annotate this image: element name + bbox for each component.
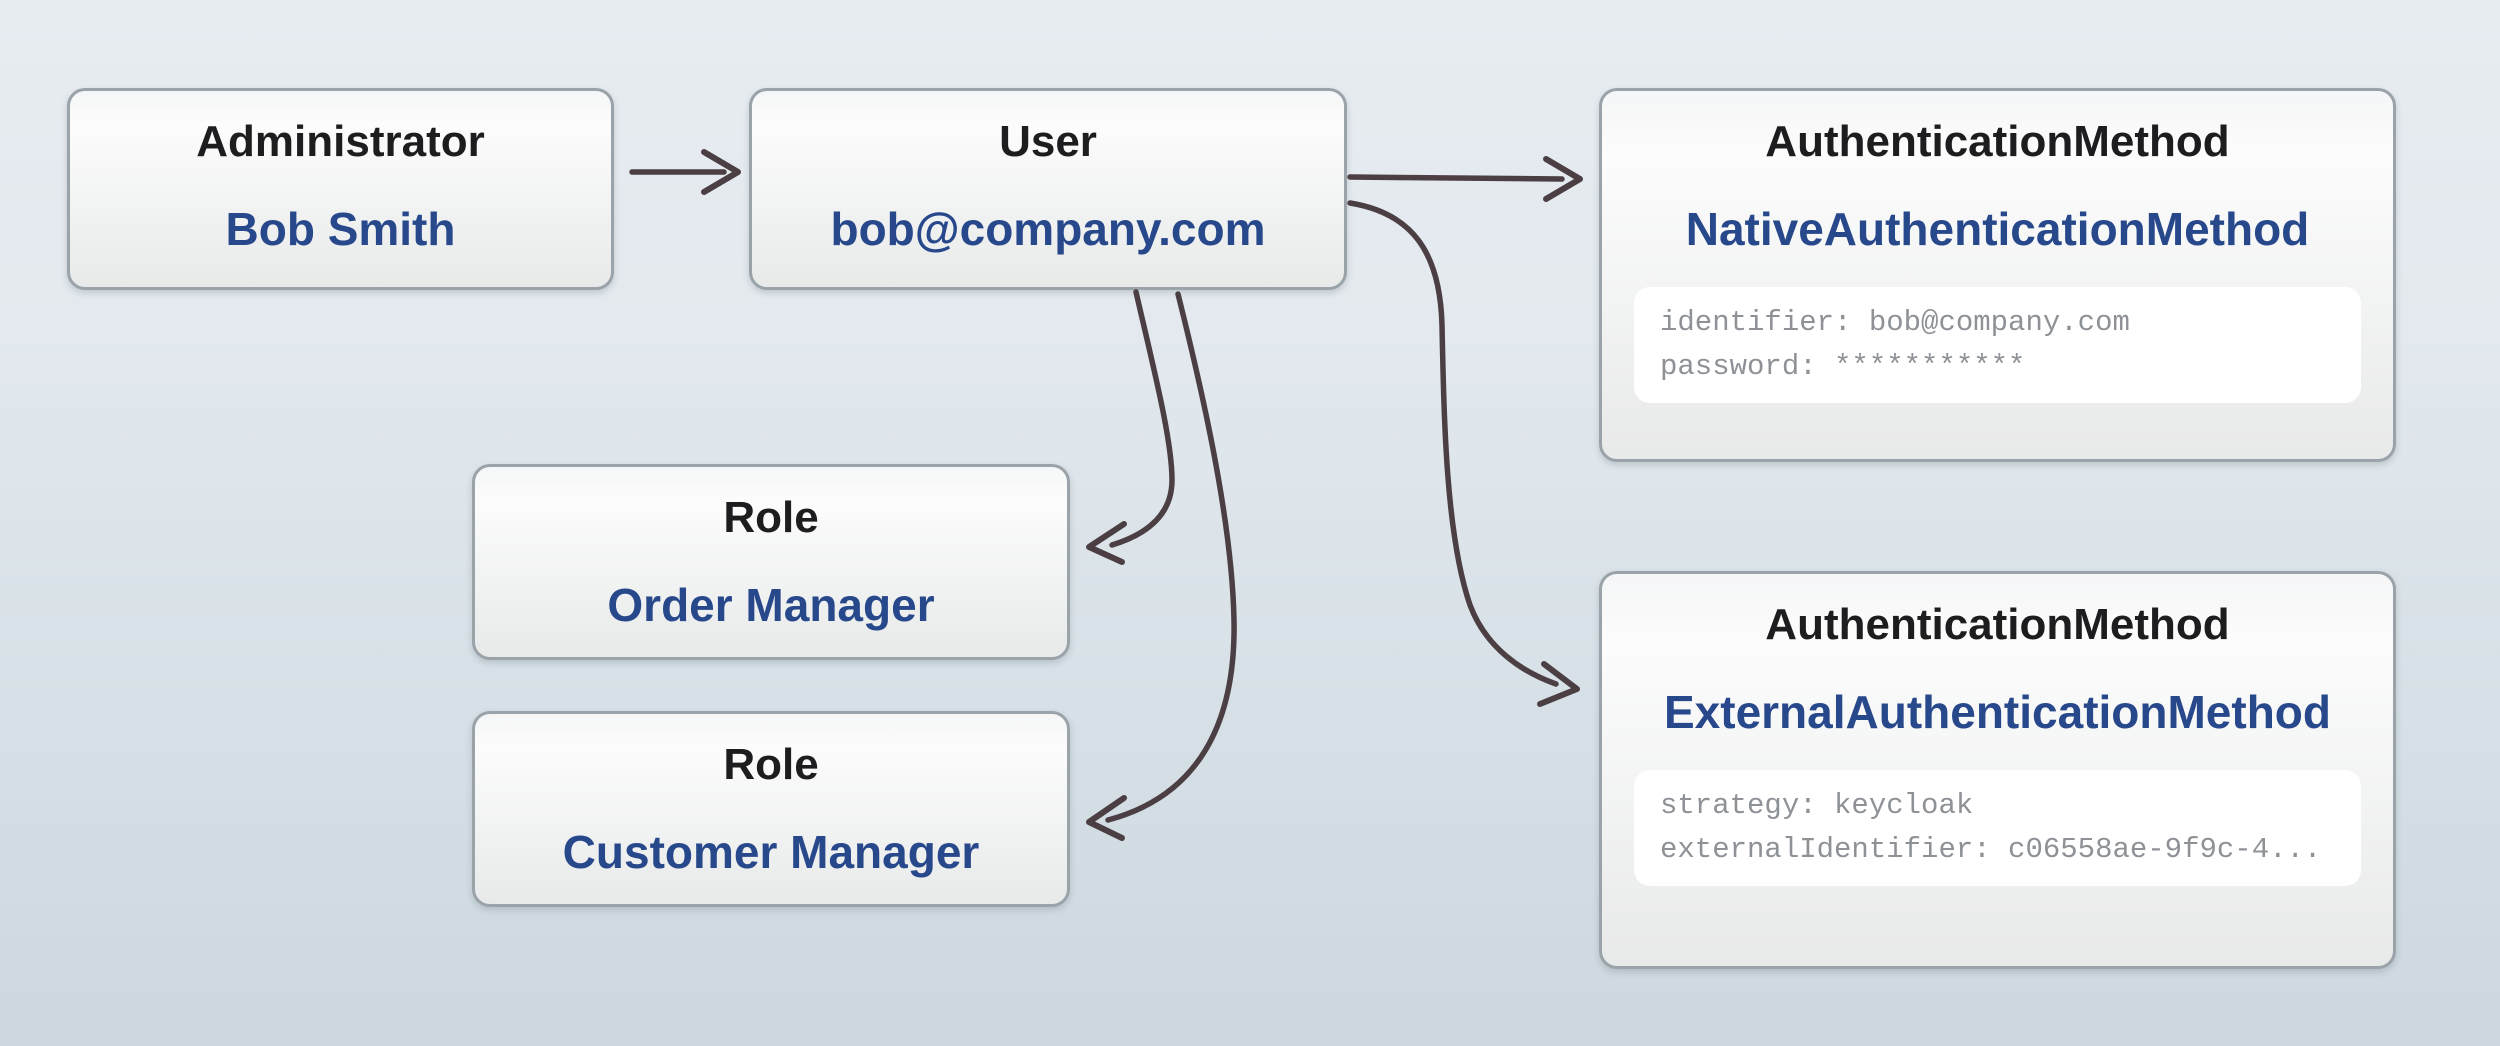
node-user: User bob@company.com <box>749 88 1347 290</box>
native-auth-identifier-line: identifier: bob@company.com <box>1660 306 2130 339</box>
role-order-type-label: Role <box>723 493 819 542</box>
external-auth-strategy-line: strategy: keycloak <box>1660 789 1974 822</box>
administrator-name: Bob Smith <box>225 203 456 255</box>
external-auth-name: ExternalAuthenticationMethod <box>1663 686 2332 738</box>
edge-user-to-role-order <box>1086 289 1175 565</box>
node-role-customer-manager: Role Customer Manager <box>472 711 1070 907</box>
external-auth-type-label: AuthenticationMethod <box>1765 600 2230 649</box>
edge-user-to-role-customer <box>1086 291 1237 841</box>
external-auth-attributes-panel: strategy: keycloak externalIdentifier: c… <box>1634 770 2361 886</box>
node-role-order-manager: Role Order Manager <box>472 464 1070 660</box>
user-type-label: User <box>999 117 1097 166</box>
external-auth-identifier-line: externalIdentifier: c06558ae-9f9c-4... <box>1660 833 2322 866</box>
administrator-type-label: Administrator <box>196 117 485 166</box>
native-auth-type-label: AuthenticationMethod <box>1765 117 2230 166</box>
edge-user-to-native-auth <box>1347 156 1583 202</box>
node-native-authentication-method: AuthenticationMethod NativeAuthenticatio… <box>1599 88 2396 462</box>
native-auth-name: NativeAuthenticationMethod <box>1685 203 2310 255</box>
edge-administrator-to-user <box>629 149 741 195</box>
role-customer-name: Customer Manager <box>562 826 980 878</box>
node-administrator: Administrator Bob Smith <box>67 88 614 290</box>
edge-user-to-external-auth <box>1347 200 1580 707</box>
native-auth-password-line: password: *********** <box>1660 350 2026 383</box>
user-name: bob@company.com <box>830 203 1266 255</box>
role-order-name: Order Manager <box>607 579 935 631</box>
node-external-authentication-method: AuthenticationMethod ExternalAuthenticat… <box>1599 571 2396 969</box>
role-customer-type-label: Role <box>723 740 819 789</box>
native-auth-attributes-panel: identifier: bob@company.com password: **… <box>1634 287 2361 403</box>
